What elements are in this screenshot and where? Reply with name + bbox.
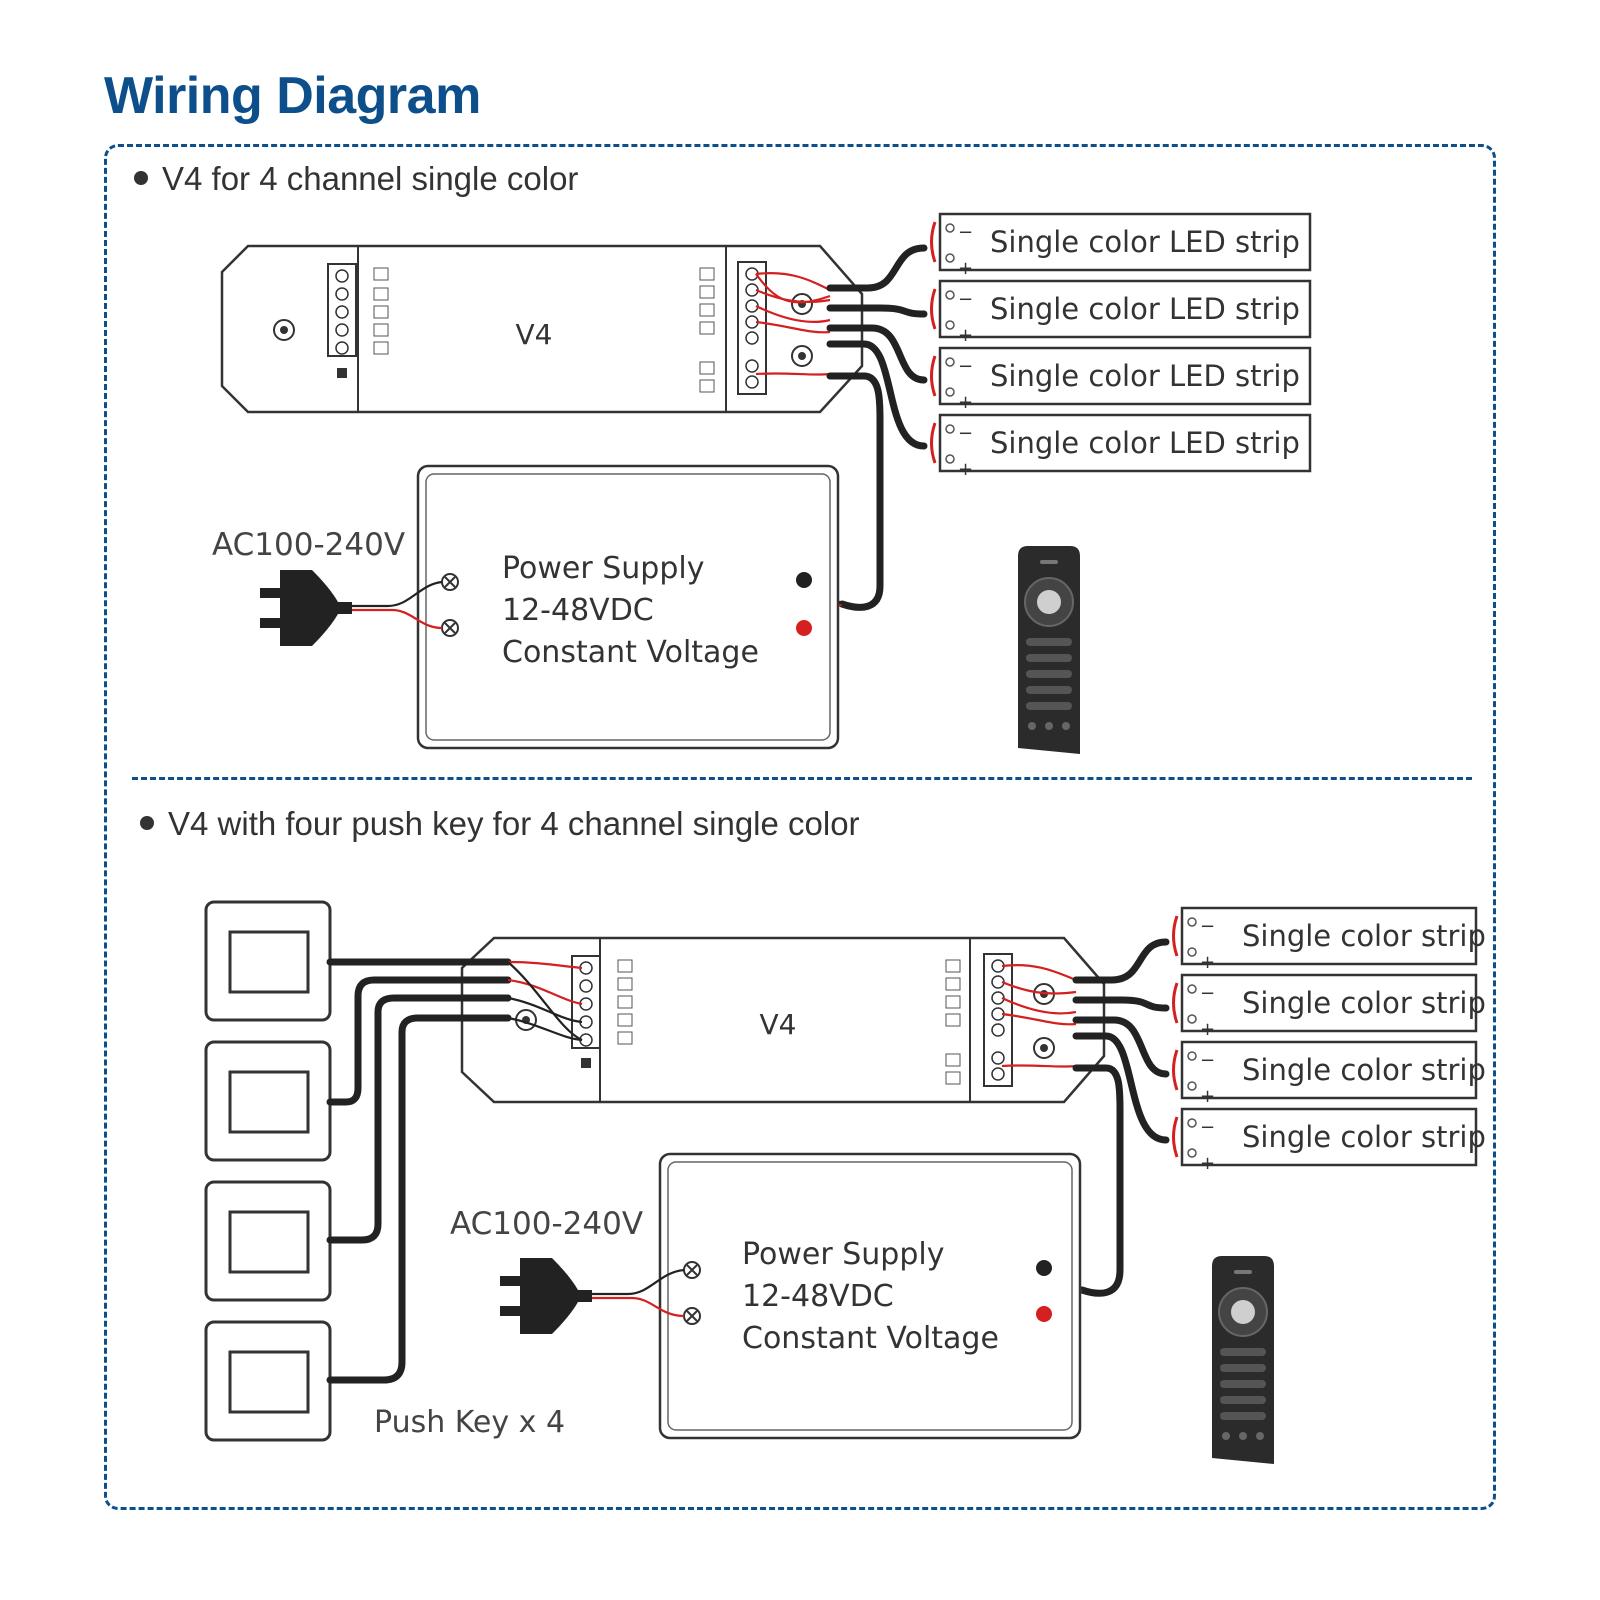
- section2-heading: V4 with four push key for 4 channel sing…: [140, 805, 860, 843]
- minus-sign: −: [958, 222, 973, 243]
- section-divider: [132, 777, 1472, 780]
- section2-push-key-wires: [326, 958, 512, 1384]
- minus-sign: −: [958, 356, 973, 377]
- plus-sign: +: [1200, 1086, 1215, 1107]
- push-key-label: Push Key x 4: [374, 1405, 565, 1440]
- strip-label: Single color strip: [1242, 986, 1486, 1020]
- section1-controller: V4: [220, 244, 864, 414]
- section1-heading: V4 for 4 channel single color: [134, 160, 578, 198]
- section2-heading-text: V4 with four push key for 4 channel sing…: [168, 805, 860, 842]
- minus-sign: −: [1200, 1117, 1215, 1138]
- psu-line1: Power Supply: [742, 1237, 944, 1272]
- strip-label: Single color strip: [1242, 1120, 1486, 1154]
- minus-sign: −: [958, 423, 973, 444]
- led-strip: − + Single color strip: [1172, 906, 1486, 973]
- plus-sign: +: [958, 325, 973, 346]
- push-key-icon: [204, 1040, 332, 1162]
- section2-red-wires: [1001, 964, 1077, 1068]
- screw-terminal-icon: [441, 619, 459, 637]
- diagram-frame: [104, 144, 1496, 1510]
- section1-controller-label: V4: [516, 318, 553, 351]
- psu-line3: Constant Voltage: [502, 635, 759, 670]
- dc-negative-terminal: [796, 572, 812, 588]
- section2-controller: V4: [460, 936, 1106, 1104]
- led-strip: − + Single color LED strip: [930, 413, 1312, 480]
- minus-sign: −: [1200, 916, 1215, 937]
- strip-label: Single color LED strip: [990, 292, 1300, 326]
- strip-label: Single color strip: [1242, 1053, 1486, 1087]
- dc-positive-terminal: [1036, 1306, 1052, 1322]
- section2-ac-wires: [592, 1268, 685, 1318]
- section2-key-red-wires: [507, 960, 583, 1006]
- strip-label: Single color LED strip: [990, 225, 1300, 259]
- push-key-icon: [204, 1320, 332, 1442]
- section1-power-supply: Power Supply 12-48VDC Constant Voltage: [416, 464, 840, 750]
- section1-ac-wires: [350, 580, 443, 630]
- led-strip: − + Single color strip: [1172, 973, 1486, 1040]
- psu-line2: 12-48VDC: [742, 1279, 894, 1314]
- remote-control-icon: [1211, 1255, 1275, 1465]
- push-key-icon: [204, 1180, 332, 1302]
- push-key-icon: [204, 900, 332, 1022]
- section2-key-black-wires: [507, 961, 583, 1042]
- section1-red-wires: [755, 272, 831, 376]
- psu-line1: Power Supply: [502, 551, 704, 586]
- plus-sign: +: [1200, 952, 1215, 973]
- bullet-icon: [140, 816, 154, 831]
- psu-line2: 12-48VDC: [502, 593, 654, 628]
- psu-line3: Constant Voltage: [742, 1321, 999, 1356]
- section1-ac-label: AC100-240V: [212, 527, 405, 563]
- screw-terminal-icon: [683, 1261, 701, 1279]
- led-strip: − + Single color LED strip: [930, 346, 1312, 413]
- strip-label: Single color strip: [1242, 919, 1486, 953]
- strip-label: Single color LED strip: [990, 359, 1300, 393]
- minus-sign: −: [958, 289, 973, 310]
- section2-power-supply: Power Supply 12-48VDC Constant Voltage: [658, 1152, 1082, 1440]
- led-strip: − + Single color strip: [1172, 1107, 1486, 1174]
- section2-push-keys: [204, 900, 332, 1442]
- section1-strip-wires: [826, 244, 928, 611]
- plug-icon: [260, 570, 352, 646]
- section1-strips: − + Single color LED strip − + Single co…: [930, 212, 1312, 480]
- led-strip: − + Single color strip: [1172, 1040, 1486, 1107]
- screw-terminal-icon: [683, 1307, 701, 1325]
- minus-sign: −: [1200, 1050, 1215, 1071]
- section2-strip-wires: [1072, 938, 1170, 1297]
- screw-terminal-icon: [441, 573, 459, 591]
- section2-ac-label: AC100-240V: [450, 1206, 643, 1242]
- plus-sign: +: [958, 459, 973, 480]
- section2-strips: − + Single color strip − + Single color …: [1172, 906, 1486, 1174]
- minus-sign: −: [1200, 983, 1215, 1004]
- led-strip: − + Single color LED strip: [930, 279, 1312, 346]
- plus-sign: +: [1200, 1019, 1215, 1040]
- plus-sign: +: [958, 258, 973, 279]
- bullet-icon: [134, 171, 148, 186]
- dc-positive-terminal: [796, 620, 812, 636]
- section2-controller-label: V4: [760, 1008, 797, 1041]
- page-title: Wiring Diagram: [104, 67, 481, 125]
- plus-sign: +: [958, 392, 973, 413]
- plug-icon: [500, 1258, 592, 1334]
- led-strip: − + Single color LED strip: [930, 212, 1312, 279]
- section1-heading-text: V4 for 4 channel single color: [162, 160, 579, 197]
- remote-control-icon: [1017, 545, 1081, 755]
- dc-negative-terminal: [1036, 1260, 1052, 1276]
- strip-label: Single color LED strip: [990, 426, 1300, 460]
- plus-sign: +: [1200, 1153, 1215, 1174]
